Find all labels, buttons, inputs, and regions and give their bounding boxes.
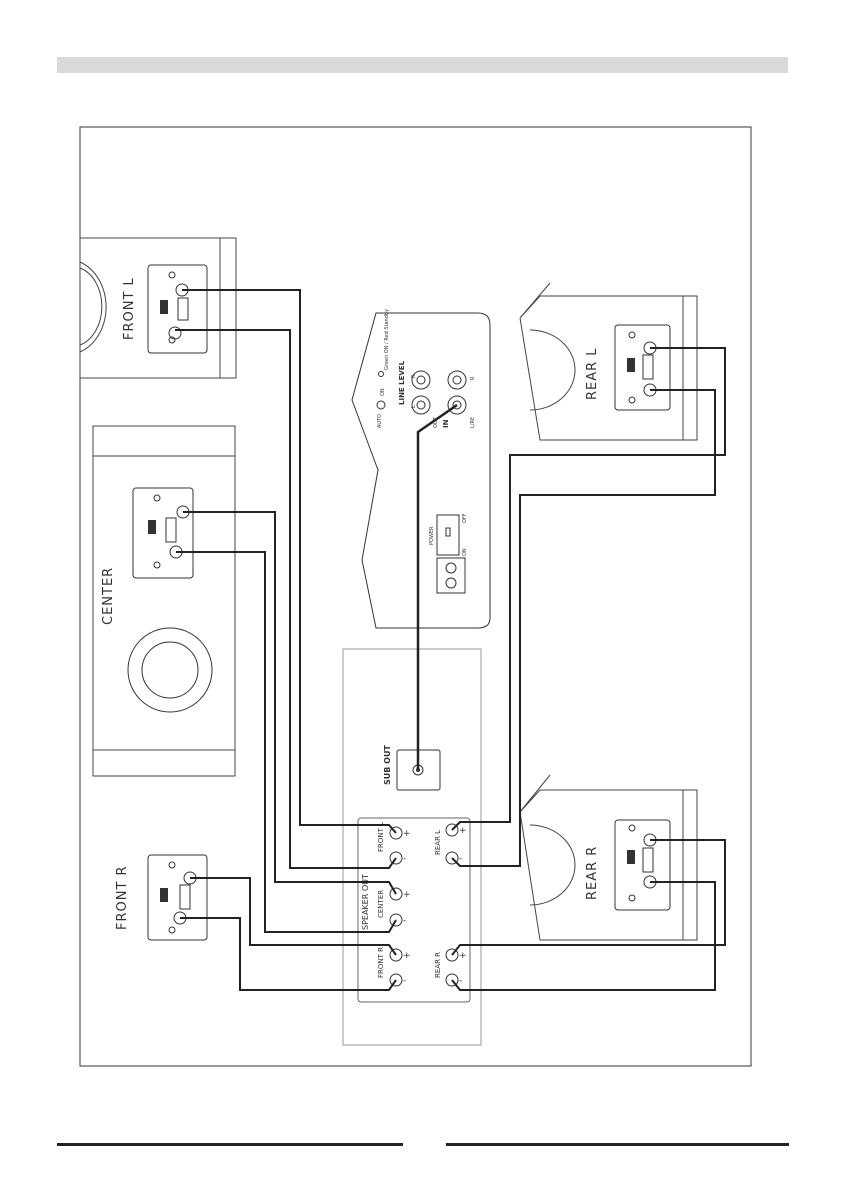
wire-rear-r-minus [451, 881, 716, 991]
minus-sign: - [459, 854, 462, 864]
minus-sign: - [403, 976, 406, 986]
header-bar [57, 57, 788, 73]
ac-inlet [436, 557, 466, 594]
plus-sign: + [403, 951, 411, 961]
sub-out-label: SUB OUT [383, 745, 392, 785]
rear-l-terminal-label: REAR L [434, 830, 442, 855]
speaker-label: CENTER [101, 567, 116, 625]
l-label: L [411, 405, 417, 408]
wire-front-r-plus [190, 877, 397, 956]
terminal-plate [147, 854, 208, 941]
diagram-frame [79, 126, 752, 1067]
power-off-label: OFF [462, 513, 468, 523]
wire-sub-out [416, 403, 458, 770]
r-label-in: R [470, 376, 476, 380]
out-label: OUT [433, 416, 439, 428]
footer-rule-right [446, 1143, 789, 1146]
r-label-out: R [411, 374, 417, 378]
front-r-terminal-label: FRONT R [377, 947, 385, 978]
speaker-front-r: FRONT R [115, 854, 208, 941]
terminal-plate [132, 487, 194, 579]
l-re-label: L/RE [470, 417, 476, 428]
subwoofer-panel: LINE LEVEL AUTO ON Green ON / Red Standb… [351, 309, 491, 629]
speaker-label: REAR L [585, 347, 600, 400]
plus-sign: + [459, 951, 467, 961]
power-label: POWER [429, 526, 435, 545]
power-switch[interactable] [436, 514, 460, 556]
speaker-label: FRONT L [122, 277, 137, 340]
on-label: ON [380, 388, 386, 396]
amplifier: SUB OUT SPEAKER OUT FRONT L CENTER FRONT… [342, 648, 482, 1046]
power-on-label: ON [462, 548, 468, 556]
wire-center-plus [183, 511, 397, 895]
minus-sign: - [459, 976, 462, 986]
wire-rear-l-plus [451, 347, 726, 831]
in-label: IN [442, 419, 450, 428]
speaker-out-label: SPEAKER OUT [361, 874, 370, 930]
wire-front-r-minus [180, 917, 397, 991]
auto-label: AUTO [377, 414, 383, 428]
minus-sign: - [403, 916, 406, 926]
speaker-front-l: FRONT L [79, 237, 237, 379]
front-l-terminal-label: FRONT L [377, 822, 385, 852]
wire-rear-l-minus [451, 389, 716, 867]
center-terminal-label: CENTER [377, 890, 385, 918]
footer-rule-left [57, 1143, 403, 1146]
rear-r-terminal-label: REAR R [434, 952, 442, 978]
speaker-rear-l: REAR L [519, 282, 698, 441]
wire-front-l-minus [175, 329, 397, 869]
minus-sign: - [403, 854, 406, 864]
plus-sign: + [459, 826, 467, 836]
wire-center-minus [176, 551, 397, 933]
speaker-label: REAR R [585, 846, 600, 900]
speaker-wires [175, 289, 726, 991]
plus-sign: + [403, 890, 411, 900]
speaker-label: FRONT R [115, 865, 130, 930]
speaker-rear-r: REAR R [519, 774, 698, 941]
speaker-out-panel [357, 817, 471, 1003]
speaker-center: CENTER [92, 425, 236, 777]
wire-front-l-plus [182, 289, 397, 834]
plus-sign: + [403, 829, 411, 839]
led-legend: Green ON / Red Standby [384, 309, 390, 370]
wire-rear-r-plus [451, 839, 726, 956]
line-level-label: LINE LEVEL [398, 360, 406, 405]
